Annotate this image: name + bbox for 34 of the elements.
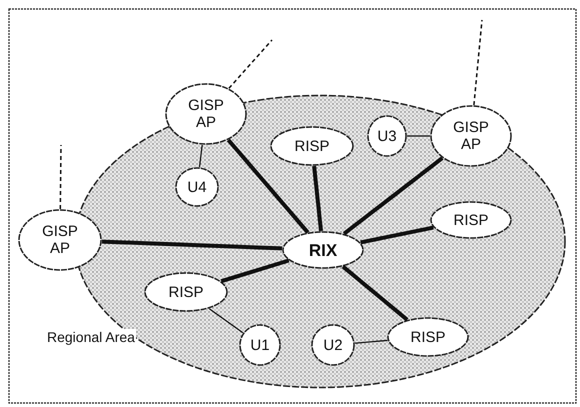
ellipse-node [239,324,281,366]
link-line [226,138,310,234]
link-line [342,156,444,236]
ellipse-node [144,272,228,312]
ellipse-node [387,317,469,357]
node-label: RISP [168,284,204,300]
dashed-link [228,40,273,89]
ellipse-node [430,201,512,239]
link-line [360,226,434,244]
link-line [220,258,290,284]
ellipse-node [311,324,355,366]
node-label: GISP AP [41,223,79,257]
node-label: RISP [453,212,488,228]
link-line [312,166,323,232]
node-label: GISP AP [452,119,490,153]
node-label: U2 [323,336,343,354]
link-line [198,144,203,168]
node-label: U1 [250,336,270,354]
node-label: RISP [294,138,330,154]
ellipse-node [175,167,219,207]
area-label: Regional Area [46,329,136,346]
ellipse-node [270,126,354,166]
node-label: GISP AP [187,97,225,131]
link-line [407,135,430,137]
dashed-link [473,20,483,106]
node-label: U4 [187,178,207,196]
ellipse-node [367,115,407,157]
ellipse-node [18,209,102,271]
node-label: U3 [377,128,397,144]
dashed-link [60,145,62,209]
ellipse-node [165,83,247,145]
node-label: RISP [410,328,446,346]
ellipse-node [282,231,364,269]
node-label: RIX [308,242,338,258]
